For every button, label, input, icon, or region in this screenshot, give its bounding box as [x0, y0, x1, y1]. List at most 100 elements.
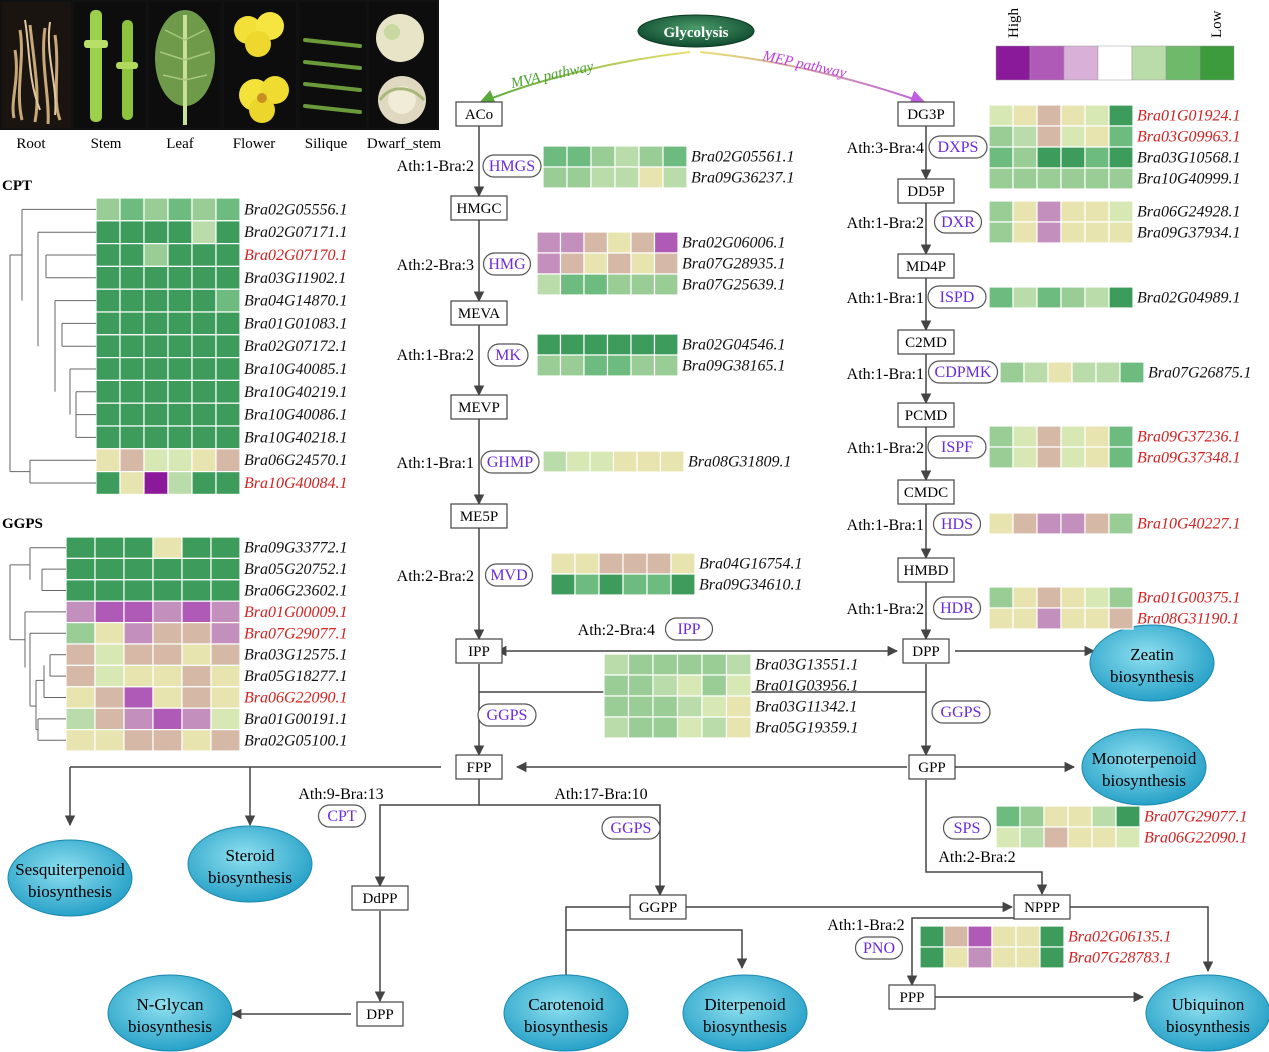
heatmap-cell [652, 653, 679, 676]
heatmap-cell [1012, 125, 1038, 148]
gene-id-label: Bra07G28783.1 [1068, 950, 1172, 967]
heatmap-cell [123, 536, 154, 559]
gene-id-label: Bra01G00191.1 [244, 711, 348, 728]
heatmap-cell [536, 231, 562, 254]
enzyme-cdpmk: CDPMK [927, 360, 999, 384]
heatmap-cell [167, 288, 193, 313]
gene-id-label: Bra03G09963.1 [1137, 129, 1241, 146]
enzyme-ispf: ISPF [927, 435, 987, 459]
heatmap-cell [191, 288, 217, 313]
heatmap-cell [1036, 425, 1062, 448]
enzyme-label: CDPMK [935, 364, 992, 381]
heatmap-cell [119, 311, 145, 336]
heatmap-cell [215, 471, 241, 496]
edge-fpp-down [374, 779, 480, 888]
ratio-cdpmk: Ath:1-Bra:1 [847, 366, 924, 383]
heatmap-cell [536, 252, 562, 275]
heatmap-cell [646, 552, 672, 575]
heatmap-cell [1039, 925, 1065, 948]
heatmap-cell [181, 664, 212, 688]
heatmap-cell [1015, 925, 1041, 948]
heatmap-cell [646, 573, 672, 596]
heatmap-cell [123, 728, 154, 752]
metabolite-label: DPP [366, 1007, 394, 1023]
gene-id-label: Bra09G38165.1 [682, 358, 786, 375]
metabolite-mevp: MEVP [450, 394, 508, 420]
heatmap-cell [123, 686, 154, 709]
enzyme-dxr: DXR [933, 210, 983, 234]
gene-id-label: Bra02G04989.1 [1137, 290, 1241, 307]
metabolite-label: GGPP [639, 900, 677, 916]
heatmap-cell [622, 573, 648, 596]
enzyme-mk: MK [487, 343, 529, 367]
heatmap-cell [152, 621, 183, 645]
heatmap-cell [967, 925, 993, 948]
enzyme-label: HDS [941, 516, 973, 533]
metabolite-label: FPP [466, 760, 491, 776]
heatmap-cell [143, 448, 169, 473]
heatmap-cell [191, 425, 217, 450]
heatmap-cell [94, 728, 125, 752]
mep-pathway-label: MEP pathway [760, 48, 848, 82]
heatmap-cell [167, 425, 193, 450]
heatmap-cell [152, 643, 183, 666]
metabolite-nppp: NPPP [1013, 894, 1071, 920]
enzyme-label: GGPS [611, 820, 652, 837]
ggps-family-title: GGPS [2, 516, 43, 532]
gene-id-label: Bra02G07170.1 [244, 247, 348, 264]
enzyme-label: HDR [940, 600, 974, 617]
heatmap-cell [606, 273, 632, 296]
heatmap-cell [191, 334, 217, 359]
enzyme-pno: PNO [854, 936, 904, 960]
heatmap-cell [95, 402, 121, 427]
ratio-hds: Ath:1-Bra:1 [847, 517, 924, 534]
heatmap-cell [1084, 286, 1110, 309]
heatmap-cell [652, 674, 679, 697]
heatmap-cell [1060, 146, 1086, 169]
gene-id-label: Bra08G31190.1 [1137, 611, 1239, 628]
gene-id-label: Bra01G01083.1 [244, 315, 348, 332]
heatmap-cell [1036, 221, 1062, 244]
gene-id-label: Bra09G34610.1 [699, 577, 803, 594]
gene-id-label: Bra07G25639.1 [682, 277, 786, 294]
metabolite-label: C2MD [905, 335, 947, 351]
dendrogram [9, 547, 66, 741]
gene-id-label: Bra01G00375.1 [1137, 590, 1241, 607]
heatmap-cell [95, 379, 121, 404]
heatmap-cell [659, 450, 685, 473]
heatmap-cell [701, 716, 728, 739]
heatmap-cell [167, 357, 193, 382]
heatmap-cell [94, 643, 125, 666]
heatmap-cell [1108, 425, 1134, 448]
edge-fpp-ggpp [479, 804, 666, 897]
heatmap-cell [662, 145, 688, 168]
heatmap-cell [181, 707, 212, 731]
heatmap-cell [1108, 286, 1134, 309]
heatmap-cell [1043, 805, 1069, 828]
heatmap-cell [215, 402, 241, 427]
heatmap-cell [676, 695, 703, 718]
heatmap-cell [215, 243, 241, 268]
heatmap-cell [1119, 361, 1145, 384]
product-label-line2: biosynthesis [208, 868, 292, 887]
heatmap-cell [210, 557, 241, 581]
heatmap-cell [210, 536, 241, 559]
heatmap-cell [143, 379, 169, 404]
heatmap-ggps: Bra09G33772.1Bra05G20752.1Bra06G23602.1B… [65, 536, 348, 752]
legend-swatch [1131, 45, 1167, 81]
heatmap-cell [167, 243, 193, 268]
heatmap-cell [670, 573, 696, 596]
heatmap-cell [566, 145, 592, 168]
gene-id-label: Bra09G37236.1 [1137, 429, 1241, 446]
product-label-line2: biosynthesis [703, 1017, 787, 1036]
heatmap-cell [559, 333, 585, 356]
heatmap-cell [603, 674, 630, 697]
gene-id-label: Bra10G40227.1 [1137, 516, 1241, 533]
metabolite-aco: ACo [455, 101, 503, 127]
heatmap-cell [988, 286, 1014, 309]
heatmap-cell [1115, 826, 1141, 849]
